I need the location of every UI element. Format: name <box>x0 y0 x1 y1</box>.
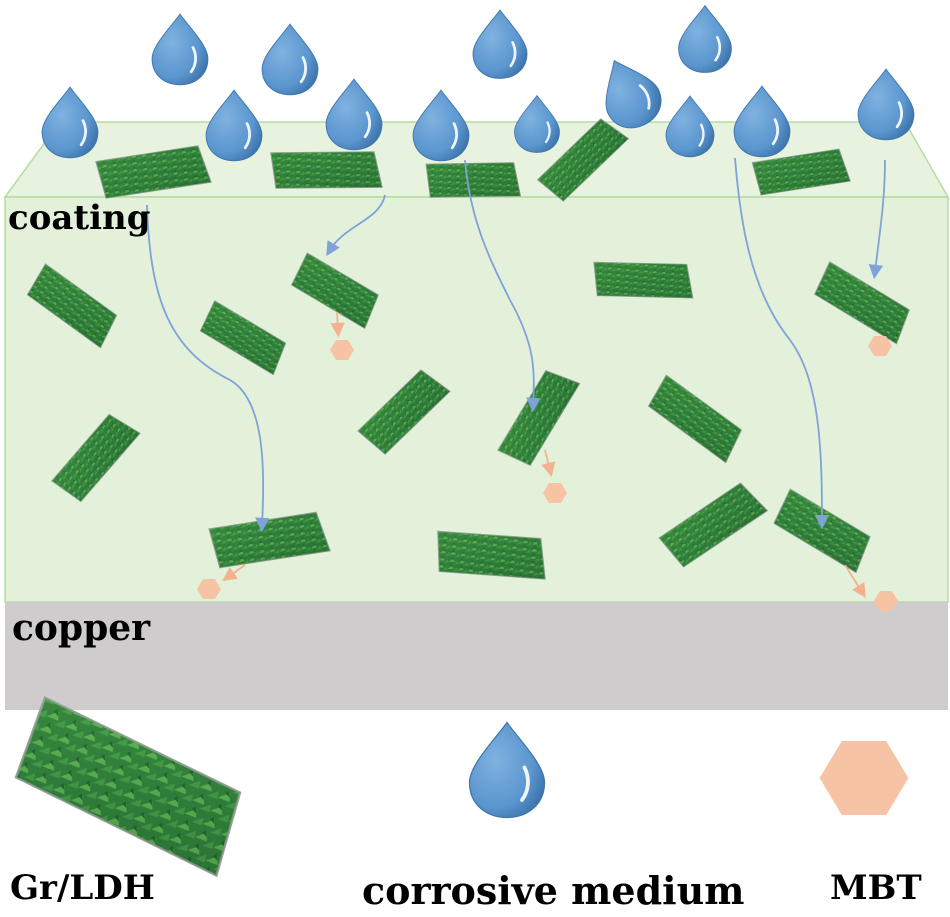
mbt-label: MBT <box>830 868 922 908</box>
droplet-icon <box>260 22 320 97</box>
release-path <box>222 564 246 582</box>
gr-ldh-flake <box>423 157 523 203</box>
copper-label: copper <box>12 607 151 649</box>
droplet-icon <box>411 88 471 163</box>
diffusion-path <box>464 159 541 413</box>
diffusion-path <box>734 157 830 530</box>
droplet-icon <box>324 77 384 152</box>
droplet-icon <box>732 84 792 159</box>
diffusion-path <box>326 194 386 257</box>
coating-label: coating <box>8 198 151 238</box>
droplet-icon <box>471 8 529 80</box>
gr-ldh-flake-icon <box>2 683 260 890</box>
droplet-icon <box>677 4 733 74</box>
droplet-icon <box>40 85 100 160</box>
droplet-icon <box>856 67 916 142</box>
release-path <box>541 449 556 477</box>
corrosive-medium-label: corrosive medium <box>362 868 745 913</box>
release-paths <box>222 311 866 599</box>
droplet-icon <box>204 88 264 163</box>
release-path <box>330 311 345 338</box>
gr-ldh-flake <box>268 145 385 195</box>
droplet-icon <box>513 94 561 154</box>
droplet-icon <box>150 12 210 87</box>
legend <box>2 683 909 890</box>
diffusion-paths <box>146 157 886 533</box>
droplet-icon <box>467 720 547 820</box>
droplet-icon <box>664 94 716 159</box>
diffusion-path <box>146 204 270 533</box>
release-path <box>844 564 866 599</box>
gr-ldh-label: Gr/LDH <box>10 868 155 908</box>
diffusion-path <box>868 159 886 280</box>
hexagon-icon <box>819 741 909 815</box>
copper-substrate <box>5 602 948 710</box>
